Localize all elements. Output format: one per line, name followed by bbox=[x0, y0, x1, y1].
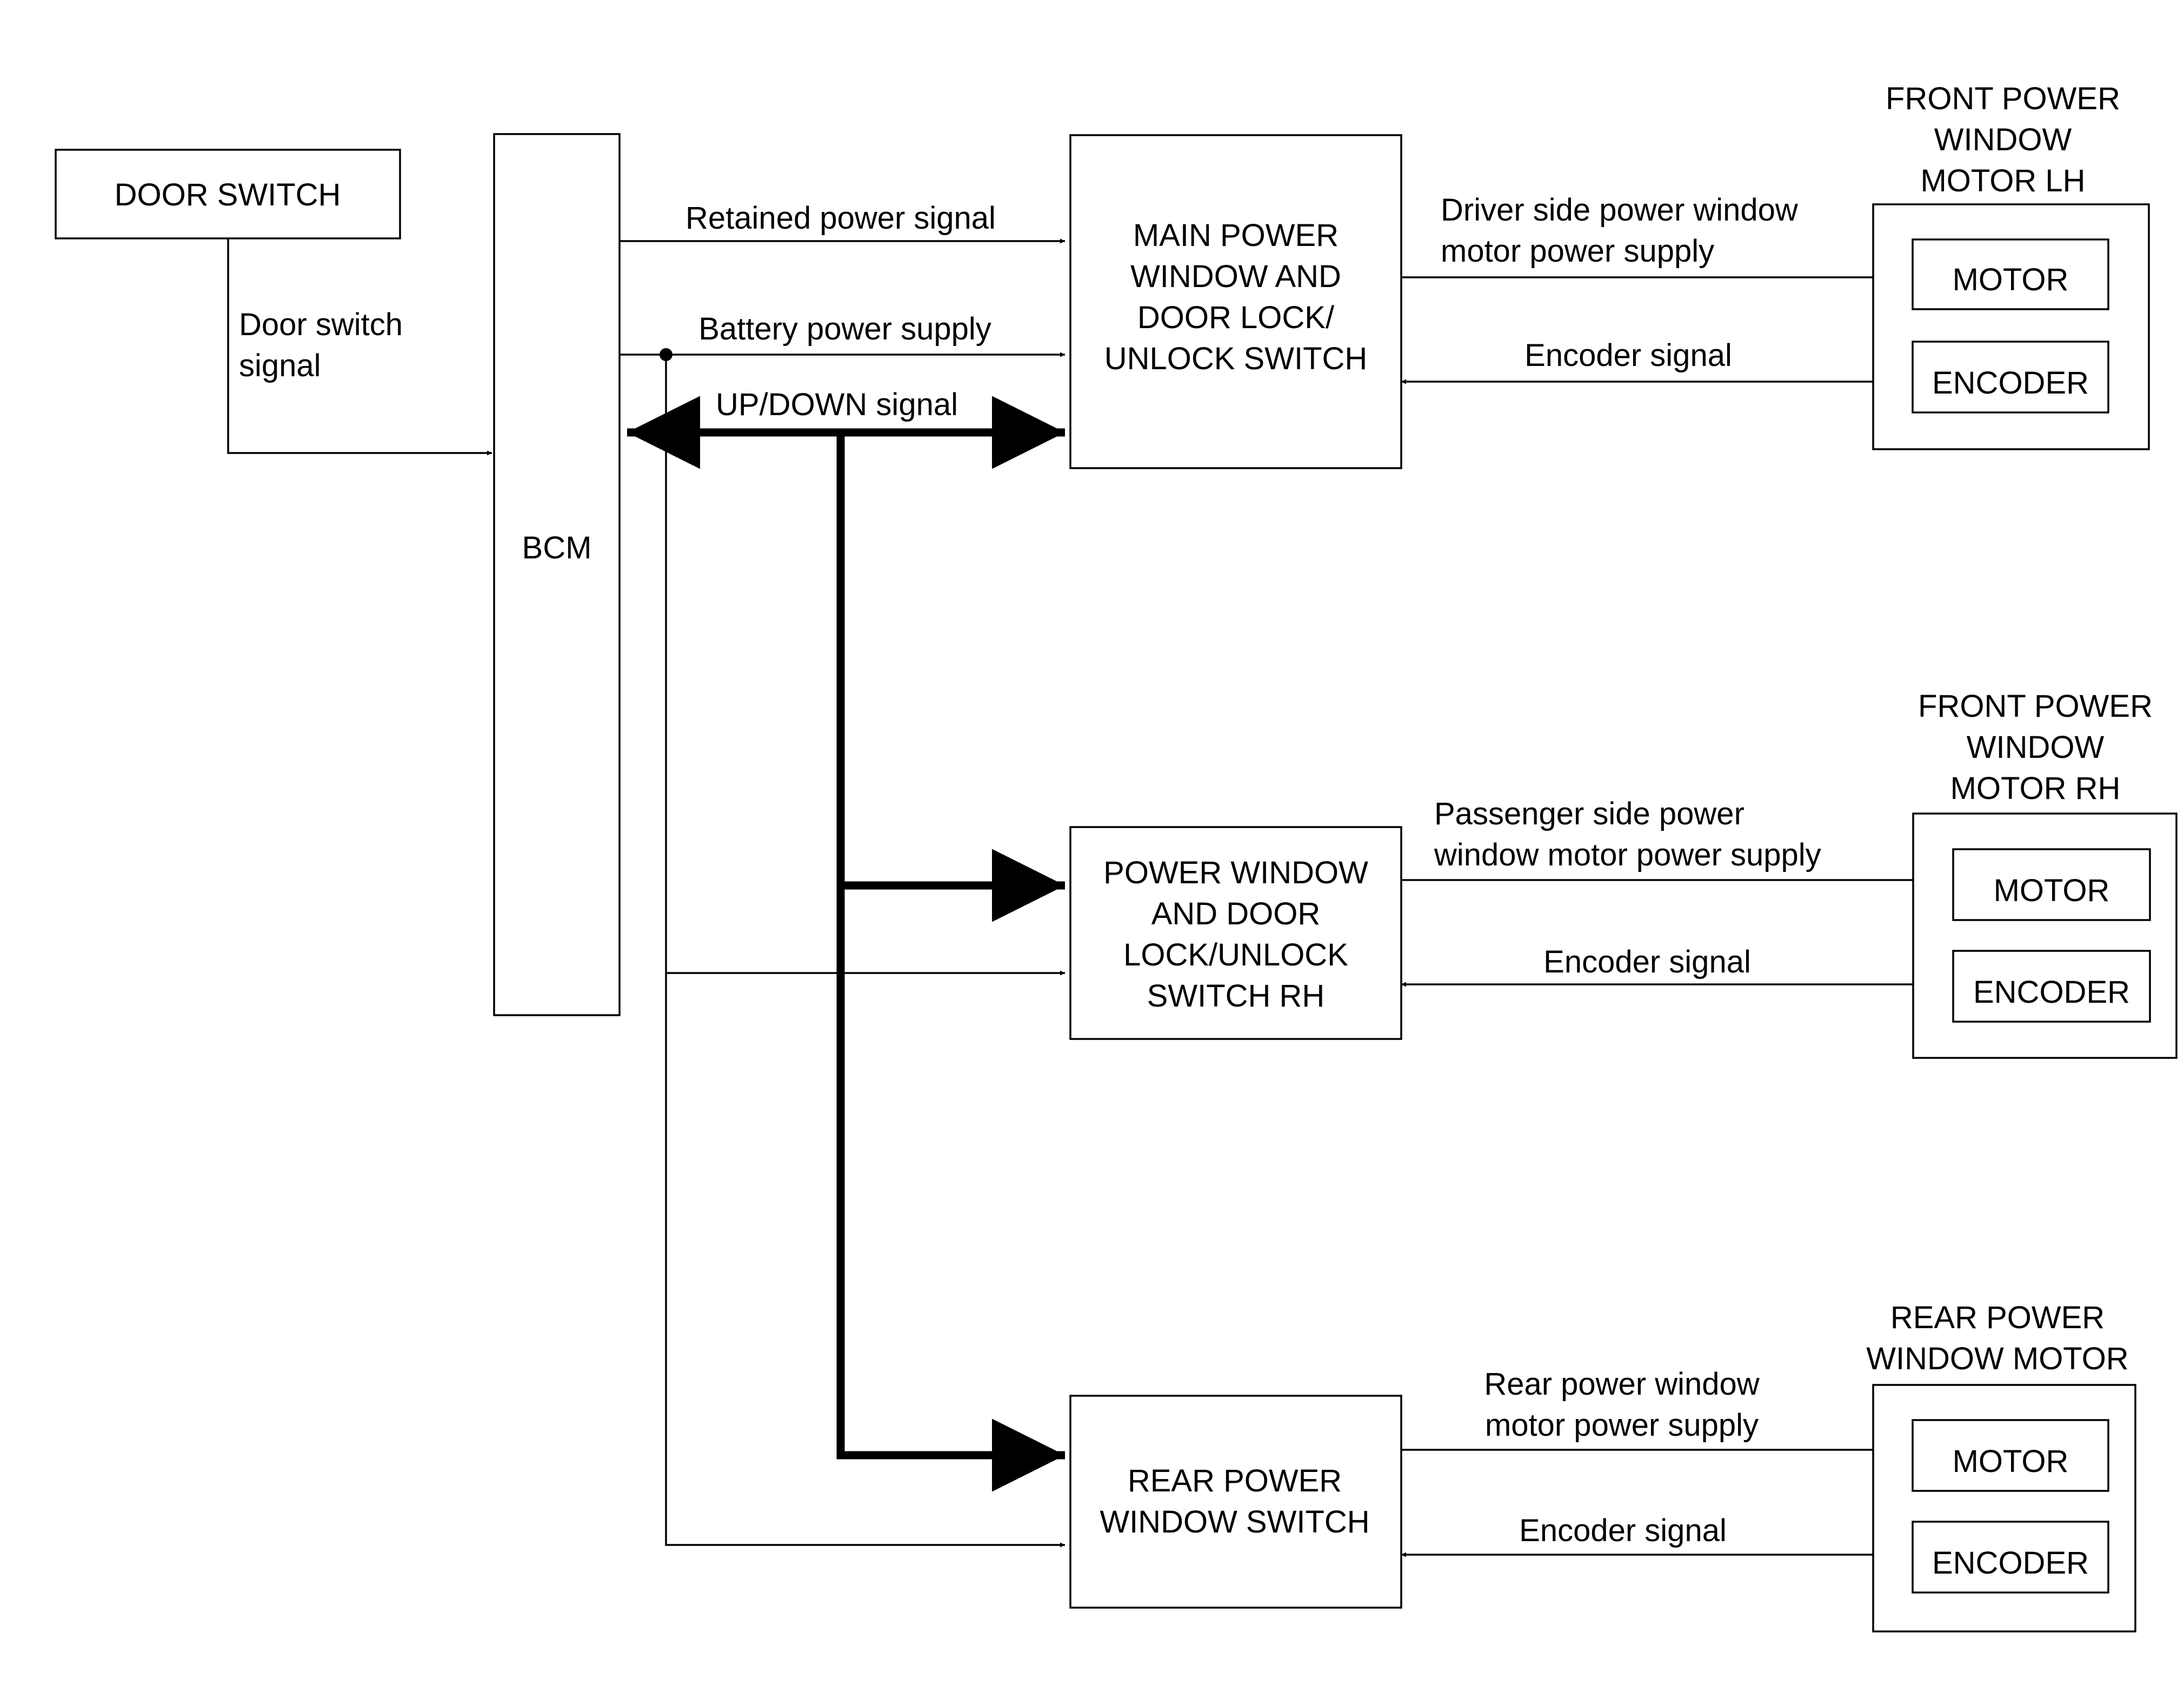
bcm-block: BCM bbox=[493, 133, 621, 1016]
rear-motor-label: MOTOR bbox=[1953, 1444, 2069, 1479]
door-switch-signal-wire bbox=[227, 238, 492, 456]
passenger-supply-line-2: window motor power supply bbox=[1434, 837, 1821, 872]
main-switch-line-2: WINDOW AND bbox=[1130, 259, 1341, 294]
rear-switch-line-2: WINDOW SWITCH bbox=[1100, 1504, 1369, 1540]
front-lh-encoder-label: ENCODER bbox=[1932, 365, 2089, 401]
front-rh-motor-box bbox=[1952, 848, 2151, 921]
rear-encoder-label: ENCODER bbox=[1932, 1545, 2089, 1581]
rh-switch-line-3: LOCK/UNLOCK bbox=[1123, 937, 1348, 972]
rear-supply-line-1: Rear power window bbox=[1484, 1367, 1760, 1402]
front-rh-motor-label: MOTOR bbox=[1994, 873, 2110, 908]
rh-switch-block: POWER WINDOW AND DOOR LOCK/UNLOCK SWITCH… bbox=[1069, 826, 1402, 1040]
rear-motor-group: REAR POWER WINDOW MOTOR MOTOR ENCODER bbox=[1866, 1300, 2136, 1633]
rear-supply-line-2: motor power supply bbox=[1485, 1408, 1759, 1443]
rh-switch-line-2: AND DOOR bbox=[1151, 896, 1321, 931]
encoder-rear-label: Encoder signal bbox=[1519, 1513, 1727, 1548]
rear-switch-block: REAR POWER WINDOW SWITCH bbox=[1069, 1395, 1402, 1609]
front-lh-title-line-1: FRONT POWER bbox=[1886, 81, 2120, 116]
driver-supply-line-1: Driver side power window bbox=[1441, 192, 1799, 228]
retained-power-label: Retained power signal bbox=[685, 201, 996, 236]
main-switch-line-4: UNLOCK SWITCH bbox=[1104, 341, 1368, 376]
rear-title-line-1: REAR POWER bbox=[1890, 1300, 2105, 1335]
rear-motor-box bbox=[1912, 1419, 2109, 1492]
main-switch-line-1: MAIN POWER bbox=[1133, 218, 1339, 253]
up-down-label: UP/DOWN signal bbox=[716, 387, 958, 422]
front-rh-encoder-label: ENCODER bbox=[1973, 975, 2130, 1010]
front-lh-motor-group: FRONT POWER WINDOW MOTOR LH MOTOR ENCODE… bbox=[1872, 81, 2150, 450]
passenger-supply-line-1: Passenger side power bbox=[1434, 796, 1744, 831]
battery-power-label: Battery power supply bbox=[698, 311, 991, 347]
up-down-bus-trunk bbox=[836, 432, 1065, 1492]
front-lh-title-line-3: MOTOR LH bbox=[1920, 163, 2085, 198]
bcm-label: BCM bbox=[522, 530, 592, 565]
door-switch-signal-line-1: Door switch bbox=[239, 307, 403, 342]
front-lh-encoder-box bbox=[1912, 341, 2109, 414]
rh-switch-line-1: POWER WINDOW bbox=[1103, 855, 1368, 890]
front-rh-motor-group: FRONT POWER WINDOW MOTOR RH MOTOR ENCODE… bbox=[1912, 689, 2178, 1059]
main-switch-block: MAIN POWER WINDOW AND DOOR LOCK/ UNLOCK … bbox=[1069, 134, 1402, 469]
front-lh-motor-label: MOTOR bbox=[1953, 262, 2069, 297]
rear-switch-line-1: REAR POWER bbox=[1128, 1463, 1342, 1498]
rear-title-line-2: WINDOW MOTOR bbox=[1866, 1341, 2128, 1376]
rh-switch-line-4: SWITCH RH bbox=[1147, 978, 1325, 1014]
encoder-lh-label: Encoder signal bbox=[1524, 338, 1732, 373]
driver-supply-line-2: motor power supply bbox=[1441, 234, 1714, 269]
encoder-rh-label: Encoder signal bbox=[1543, 944, 1751, 980]
door-switch-block: DOOR SWITCH bbox=[55, 149, 401, 239]
door-switch-label: DOOR SWITCH bbox=[115, 177, 341, 212]
front-rh-title-line-3: MOTOR RH bbox=[1950, 771, 2121, 806]
door-switch-signal-line-2: signal bbox=[239, 348, 321, 383]
front-rh-title-line-1: FRONT POWER bbox=[1918, 689, 2153, 724]
front-rh-title-line-2: WINDOW bbox=[1967, 730, 2105, 765]
front-rh-encoder-box bbox=[1952, 950, 2151, 1023]
front-lh-title-line-2: WINDOW bbox=[1934, 122, 2072, 157]
rear-encoder-box bbox=[1912, 1521, 2109, 1594]
battery-power-trunk-wire bbox=[665, 355, 1065, 1548]
front-lh-motor-box bbox=[1912, 238, 2109, 310]
main-switch-line-3: DOOR LOCK/ bbox=[1137, 300, 1335, 335]
